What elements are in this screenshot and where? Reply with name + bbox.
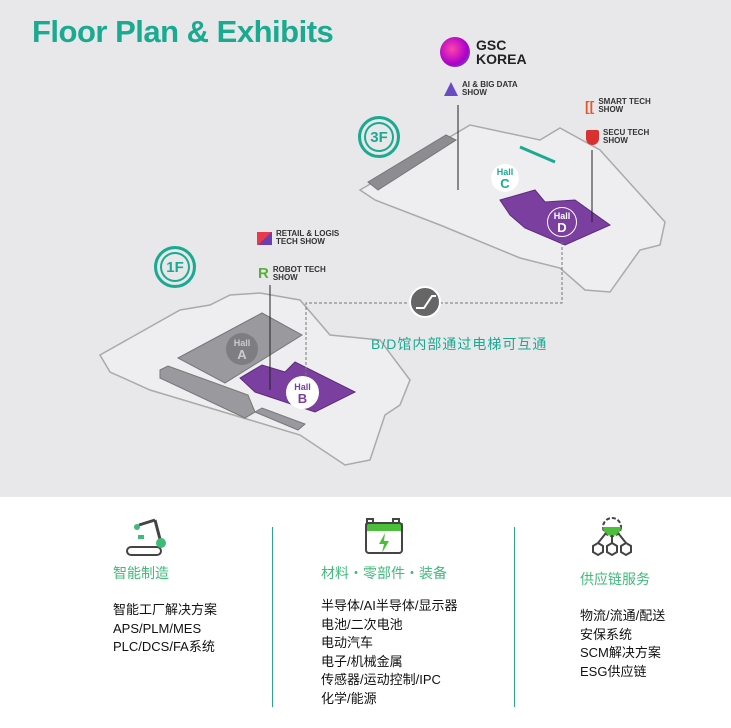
escalator-connector — [305, 302, 410, 380]
list-item: 化学/能源 — [321, 690, 377, 706]
list-item: 电动汽车 — [321, 635, 374, 650]
retail-logo-icon — [257, 231, 272, 245]
floor-badge-3f: 3F — [358, 116, 400, 158]
show-retail-logis: RETAIL & LOGIS TECH SHOW — [257, 230, 339, 246]
floor-plan-map: Floor Plan & Exhibits GSC KOREA AI & BIG… — [0, 0, 731, 497]
gsc-orb-icon — [440, 37, 470, 67]
page-title: Floor Plan & Exhibits — [32, 14, 334, 49]
escalator-note: B/D馆内部通过电梯可互通 — [371, 336, 548, 352]
shield-icon — [586, 129, 599, 145]
3f-accent-line — [519, 145, 556, 164]
list-item: 传感器/运动控制/IPC — [321, 672, 441, 687]
robot-logo-icon: R — [258, 265, 269, 282]
1f-gray-strip-2 — [253, 407, 306, 431]
list-item: 电池/二次电池 — [321, 616, 403, 632]
escalator-connector-3f — [440, 240, 563, 304]
show-robot-tech: R ROBOT TECH SHOW — [258, 264, 326, 282]
battery-icon — [363, 515, 407, 559]
smart-tech-logo-icon: [[ — [585, 98, 595, 114]
divider — [272, 527, 273, 707]
category-smart-manufacturing: 智能制造 智能工厂解决方案 APS/PLM/MES PLC/DCS/FA系统 — [113, 515, 217, 657]
list-item: PLC/DCS/FA系统 — [113, 639, 215, 654]
list-item: 物流/流通/配送 — [580, 608, 666, 623]
list-item: 半导体/AI半导体/显示器 — [321, 598, 458, 613]
floor-badge-1f: 1F — [154, 246, 196, 288]
show-secu-tech: SECU TECH SHOW — [586, 129, 649, 145]
category-materials: 材料・零部件・装备 半导体/AI半导体/显示器 电池/二次电池 电动汽车 电子/… — [321, 515, 458, 708]
floor-plan-drawing — [98, 105, 666, 466]
list-item: 电子/机械金属 — [321, 653, 403, 669]
escalator-icon — [409, 286, 441, 318]
robot-arm-icon — [125, 515, 169, 559]
show-ai-big-data: AI & BIG DATA SHOW — [444, 81, 518, 97]
hall-3f-gray-block — [367, 134, 458, 191]
show-smart-tech: [[ SMART TECH SHOW — [585, 97, 651, 115]
ai-logo-icon — [444, 82, 458, 96]
list-item: 安保系统 — [580, 626, 633, 642]
category-supply-chain: 供应链服务 物流/流通/配送 安保系统 SCM解决方案 ESG供应链 — [580, 515, 665, 681]
list-item: APS/PLM/MES — [113, 620, 202, 636]
supply-chain-icon — [590, 515, 634, 559]
list-item: SCM解决方案 — [580, 645, 661, 660]
gsc-korea-logo: GSC KOREA — [440, 37, 527, 67]
list-item: ESG供应链 — [580, 663, 647, 679]
list-item: 智能工厂解决方案 — [113, 602, 218, 617]
divider — [514, 527, 515, 707]
